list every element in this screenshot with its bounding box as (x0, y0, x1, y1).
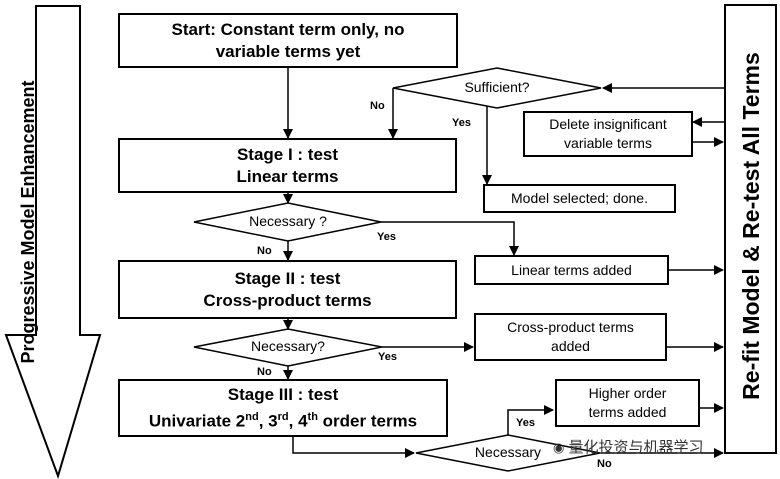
left-down-arrow (4, 5, 102, 479)
stage3-line2: Univariate 2nd, 3rd, 4th order terms (149, 406, 417, 433)
start-line2: variable terms yet (215, 41, 361, 61)
arrow-necessary1-yes (381, 221, 519, 256)
stage1-line1: Stage I : test (236, 144, 339, 164)
start-box: Start: Constant term only, no variable t… (118, 13, 458, 68)
higher-added-line1: Higher order (588, 385, 667, 401)
start-line1: Start: Constant term only, no (171, 19, 405, 39)
necessary3-question: Necessary (474, 444, 542, 460)
higher-added-line2: terms added (588, 404, 667, 420)
sufficient-diamond (392, 67, 602, 109)
cross-added-box: Cross-product terms added (474, 313, 667, 361)
stage2-line2: Cross-product terms (203, 290, 372, 310)
wechat-icon: ◉ (553, 440, 565, 455)
stage3-sup-rd: rd (277, 410, 289, 423)
stage2-box: Stage II : test Cross-product terms (118, 260, 457, 319)
watermark: ◉ 量化投资与机器学习 (553, 436, 704, 457)
watermark-text: 量化投资与机器学习 (568, 439, 704, 456)
delete-line2: variable terms (564, 135, 652, 151)
linear-added-box: Linear terms added (474, 255, 669, 285)
stage3-sup-nd: nd (245, 410, 259, 423)
stage3-line2-post: order terms (317, 411, 418, 431)
stage3-line1: Stage III : test (227, 384, 339, 404)
delete-line1: Delete insignificant (549, 116, 667, 132)
necessary2-yes-label: Yes (378, 351, 397, 363)
progressive-label: Progressive Model Enhancement (18, 80, 38, 364)
necessary1-yes-label: Yes (377, 231, 396, 243)
sufficient-no-label: No (370, 100, 385, 112)
linear-added-text: Linear terms added (511, 261, 632, 278)
stage3-sup-th: th (307, 410, 318, 423)
stage3-sep1: , 3 (258, 411, 278, 431)
arrow-necessary3-yes (507, 405, 554, 435)
necessary1-question: Necessary ? (249, 213, 327, 229)
model-selected-text: Model selected; done. (511, 190, 648, 206)
higher-added-box: Higher order terms added (555, 379, 700, 427)
cross-added-line2: added (551, 338, 590, 354)
refit-label: Re-fit Model & Re-test All Terms (738, 52, 764, 400)
necessary2-question: Necessary? (251, 338, 325, 354)
stage2-line1: Stage II : test (234, 268, 341, 288)
sufficient-yes-label: Yes (452, 117, 471, 129)
cross-added-line1: Cross-product terms (507, 319, 634, 335)
necessary1-no-label: No (257, 245, 272, 257)
stage3-line2-pre: Univariate 2 (148, 411, 246, 431)
necessary3-no-label: No (597, 458, 612, 470)
stage1-line2: Linear terms (236, 166, 339, 186)
necessary3-yes-label: Yes (516, 417, 535, 429)
model-selected-box: Model selected; done. (483, 184, 676, 213)
stage1-box: Stage I : test Linear terms (118, 138, 457, 193)
necessary2-no-label: No (257, 366, 272, 378)
stage3-sep2: , 4 (288, 411, 308, 431)
refit-box (724, 4, 777, 454)
delete-box: Delete insignificant variable terms (523, 111, 693, 157)
arrow-stage3-necessary3 (292, 437, 415, 458)
sufficient-question: Sufficient? (464, 79, 530, 95)
stage3-box: Stage III : test Univariate 2nd, 3rd, 4t… (118, 379, 448, 437)
